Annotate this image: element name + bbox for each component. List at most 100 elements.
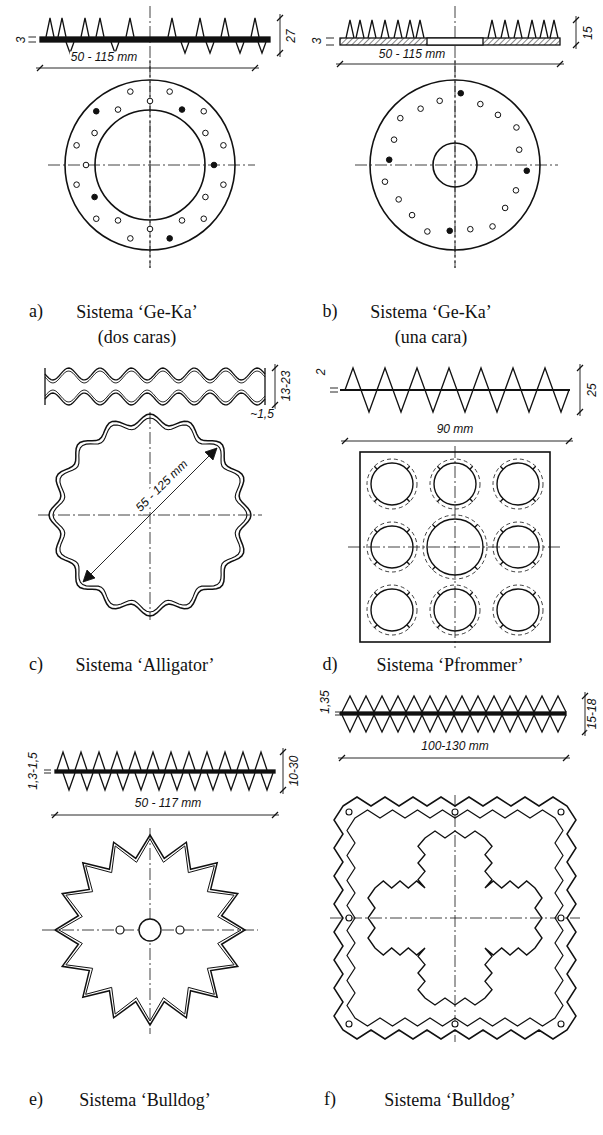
spike-hole: [398, 115, 404, 121]
dimension-tick: [272, 365, 278, 371]
tooth-tab: [374, 466, 377, 469]
tooth: [454, 696, 470, 712]
tooth-tab: [533, 499, 536, 502]
tooth: [342, 715, 358, 732]
tooth: [99, 773, 111, 790]
tooth: [502, 715, 518, 732]
dimension-line: [338, 758, 570, 759]
tooth-tab: [533, 466, 536, 469]
ring-edge: [264, 368, 265, 405]
tooth-ring: [423, 515, 487, 579]
spike: [528, 20, 536, 38]
dimension-line: [326, 38, 334, 39]
spike: [251, 18, 259, 37]
figure-letter: d): [323, 655, 338, 675]
dimension-tick: [277, 15, 283, 21]
dimension-label: 90 mm: [436, 423, 475, 436]
tooth-ring: [497, 463, 539, 505]
tooth: [534, 696, 550, 712]
figure-caption: Sistema ‘Bulldog’: [355, 1088, 545, 1113]
tooth: [470, 696, 486, 712]
tooth-tab: [533, 592, 536, 595]
tooth: [171, 773, 183, 790]
dimension-label: 3: [15, 36, 28, 45]
tooth: [201, 752, 213, 770]
figure-letter: b): [323, 302, 338, 322]
tooth-tab: [470, 592, 473, 595]
spike-hole: [201, 108, 207, 114]
plate-section: [340, 389, 570, 391]
spike: [550, 20, 558, 38]
nail-hole: [346, 1021, 352, 1027]
dimension-label: 13-23: [280, 370, 293, 403]
tooth: [81, 773, 93, 790]
tooth-tab: [500, 592, 503, 595]
tooth: [550, 696, 566, 712]
dimension-line: [28, 42, 36, 43]
dimension-label: 27: [285, 28, 298, 43]
dimension-label: 50 - 117 mm: [134, 797, 202, 810]
tooth-tab: [500, 466, 503, 469]
tooth: [505, 368, 521, 390]
tooth: [243, 773, 255, 790]
tooth: [358, 696, 374, 712]
spike-hole: [386, 157, 392, 163]
tooth-tab: [374, 562, 377, 565]
dimension-line: [51, 815, 279, 816]
tooth: [438, 696, 454, 712]
tooth: [425, 390, 441, 412]
center-line: [150, 60, 151, 268]
ge-ka-single-figure: [326, 6, 579, 268]
tooth-tab: [533, 529, 536, 532]
tooth-ring: [430, 459, 480, 509]
dimension-line: [335, 715, 339, 716]
tooth: [183, 752, 195, 770]
tooth-tab: [407, 592, 410, 595]
figure-caption: Sistema ‘Ge-Ka’ (una cara): [356, 300, 506, 350]
tooth-tab: [475, 567, 478, 570]
spike: [514, 20, 522, 38]
dimension-label: 3: [311, 37, 324, 46]
tooth-tab: [374, 529, 377, 532]
dimension-arrow: [205, 448, 217, 460]
tooth-tab: [374, 625, 377, 628]
dimension-tick: [573, 42, 579, 48]
dimension-tick: [342, 438, 348, 444]
spike: [416, 20, 424, 38]
dimension-line: [336, 64, 564, 65]
tooth: [473, 368, 489, 390]
tooth: [374, 696, 390, 712]
tooth: [521, 390, 537, 412]
spike-hole: [490, 224, 496, 230]
spike-hole: [458, 90, 464, 96]
spike-hole: [74, 143, 80, 149]
tooth: [189, 773, 201, 790]
spike: [96, 18, 104, 37]
tooth: [422, 715, 438, 732]
spike-hole: [409, 212, 415, 218]
dimension-tick: [337, 61, 343, 67]
tooth-tab: [500, 499, 503, 502]
plate-outline: [370, 80, 540, 250]
dimension-label: 10-30: [288, 755, 301, 788]
spike: [206, 42, 214, 53]
dimension-line: [580, 364, 581, 416]
pfrommer-figure: [330, 364, 583, 648]
spike: [58, 18, 66, 37]
figure-caption: Sistema ‘Bulldog’: [60, 1088, 230, 1113]
dimension-tick: [563, 755, 569, 761]
tooth-ring: [367, 459, 417, 509]
spike: [356, 20, 364, 38]
center-line: [355, 165, 558, 166]
tooth-ring: [493, 585, 543, 635]
tooth: [457, 390, 473, 412]
tooth-tab: [470, 625, 473, 628]
tooth: [486, 696, 502, 712]
tooth-ring: [427, 519, 483, 575]
tooth: [345, 368, 361, 390]
tooth: [361, 390, 377, 412]
tooth: [518, 715, 534, 732]
dimension-tick: [272, 402, 278, 408]
tooth: [261, 773, 273, 790]
